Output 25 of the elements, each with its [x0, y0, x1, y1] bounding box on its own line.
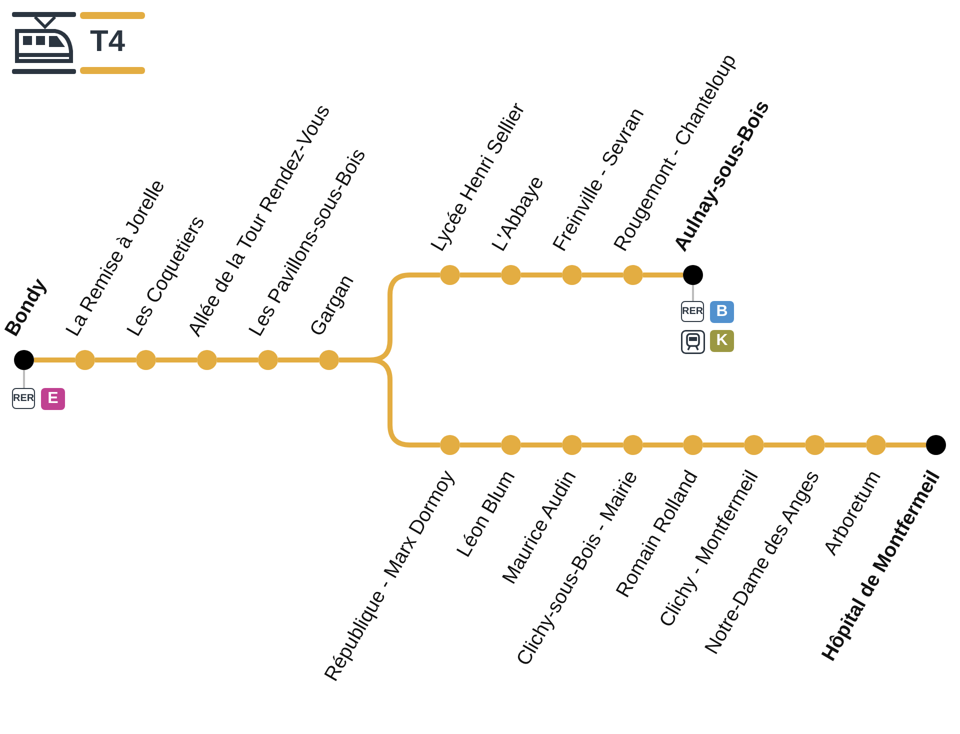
leader-line	[692, 285, 694, 301]
track-line	[460, 442, 501, 448]
track-line	[643, 442, 683, 448]
track-line	[217, 358, 258, 362]
track-line	[521, 272, 562, 278]
line-badge: B	[710, 301, 734, 323]
track-line	[278, 358, 319, 362]
network-badge: RER	[681, 301, 704, 322]
track-line	[582, 272, 623, 278]
track-line	[886, 442, 926, 448]
track-line	[156, 358, 197, 362]
track-line	[95, 358, 136, 362]
track-line	[34, 358, 75, 362]
track-line	[825, 442, 866, 448]
line-badge: E	[41, 388, 65, 410]
leader-line	[23, 370, 25, 388]
track-line	[764, 442, 805, 448]
network-badge: RER	[12, 388, 35, 409]
track-line	[460, 272, 501, 278]
track-line	[582, 442, 623, 448]
line-title: T4	[90, 26, 126, 58]
track-line	[703, 442, 744, 448]
line-badge: K	[710, 330, 734, 352]
track-line	[521, 442, 562, 448]
track-line	[643, 272, 683, 278]
